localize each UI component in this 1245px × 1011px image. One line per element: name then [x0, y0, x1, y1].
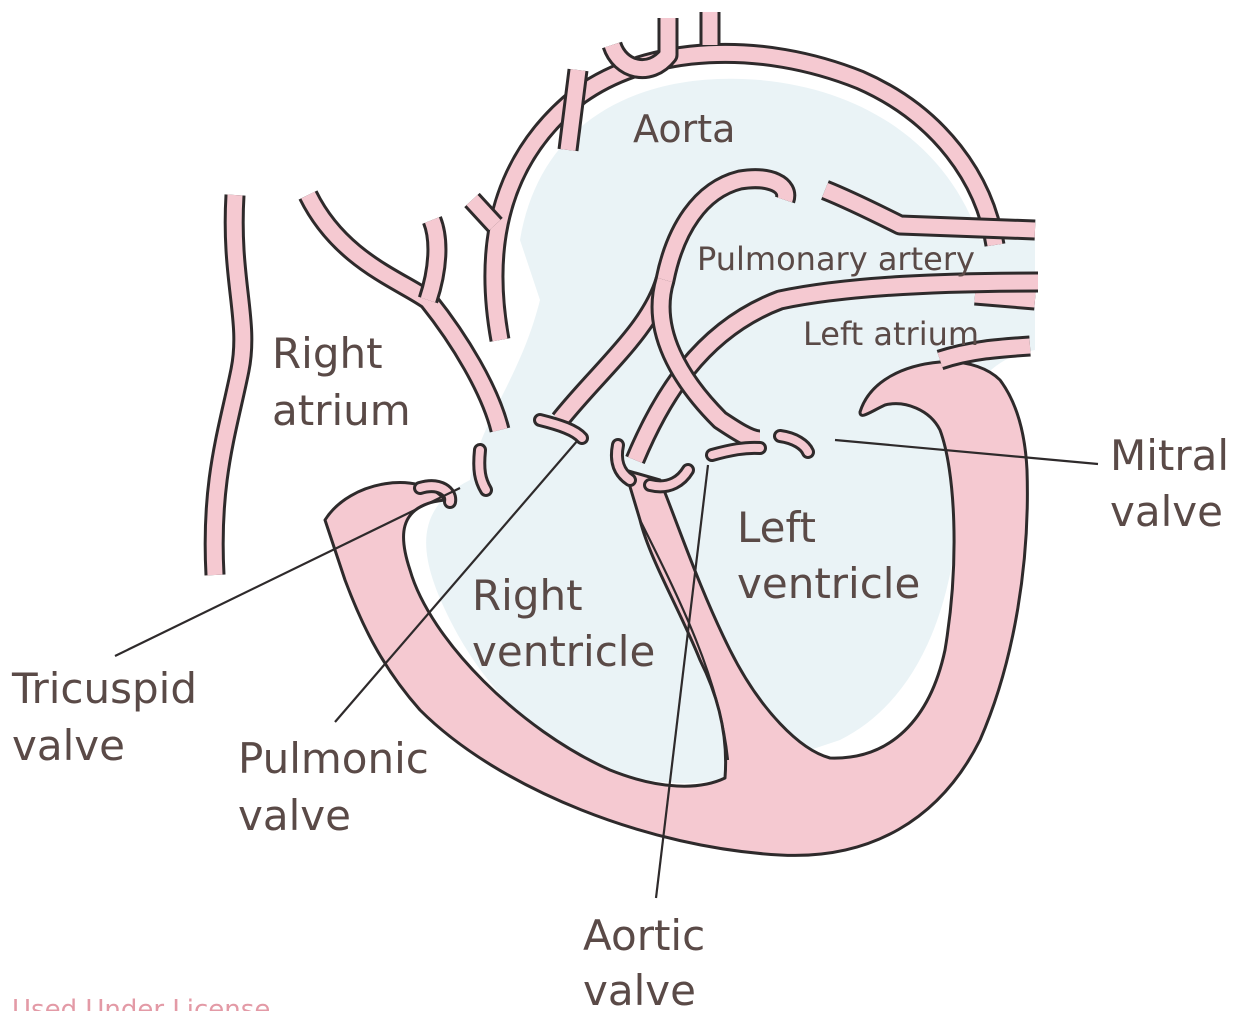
label-mitral-valve-line2: valve [1110, 487, 1223, 536]
license-credit: Used Under License [12, 995, 270, 1011]
label-left-ventricle-line2: ventricle [737, 559, 920, 608]
label-pulmonic-valve-line1: Pulmonic [238, 734, 429, 783]
label-tricuspid-valve-line1: Tricuspid [11, 664, 197, 713]
label-pulmonary-artery: Pulmonary artery [697, 240, 975, 278]
label-right-atrium-line2: atrium [272, 386, 411, 435]
aorta-branch-1-fill [568, 70, 578, 150]
label-left-ventricle-line1: Left [737, 503, 816, 552]
label-aorta: Aorta [633, 107, 735, 151]
label-right-ventricle-line2: ventricle [472, 627, 655, 676]
label-right-ventricle-line1: Right [472, 571, 583, 620]
label-mitral-valve-line1: Mitral [1110, 431, 1229, 480]
label-aortic-valve-line2: valve [583, 966, 696, 1011]
aorta-side-stub-fill [472, 200, 495, 225]
label-tricuspid-valve-line2: valve [12, 721, 125, 770]
label-left-atrium: Left atrium [803, 315, 979, 353]
label-pulmonic-valve-line2: valve [238, 791, 351, 840]
label-right-atrium-line1: Right [272, 329, 383, 378]
label-aortic-valve-line1: Aortic [583, 911, 705, 960]
vena-cava-branch-fill [428, 220, 437, 300]
pulmonary-artery-lower-fill [975, 295, 1035, 300]
